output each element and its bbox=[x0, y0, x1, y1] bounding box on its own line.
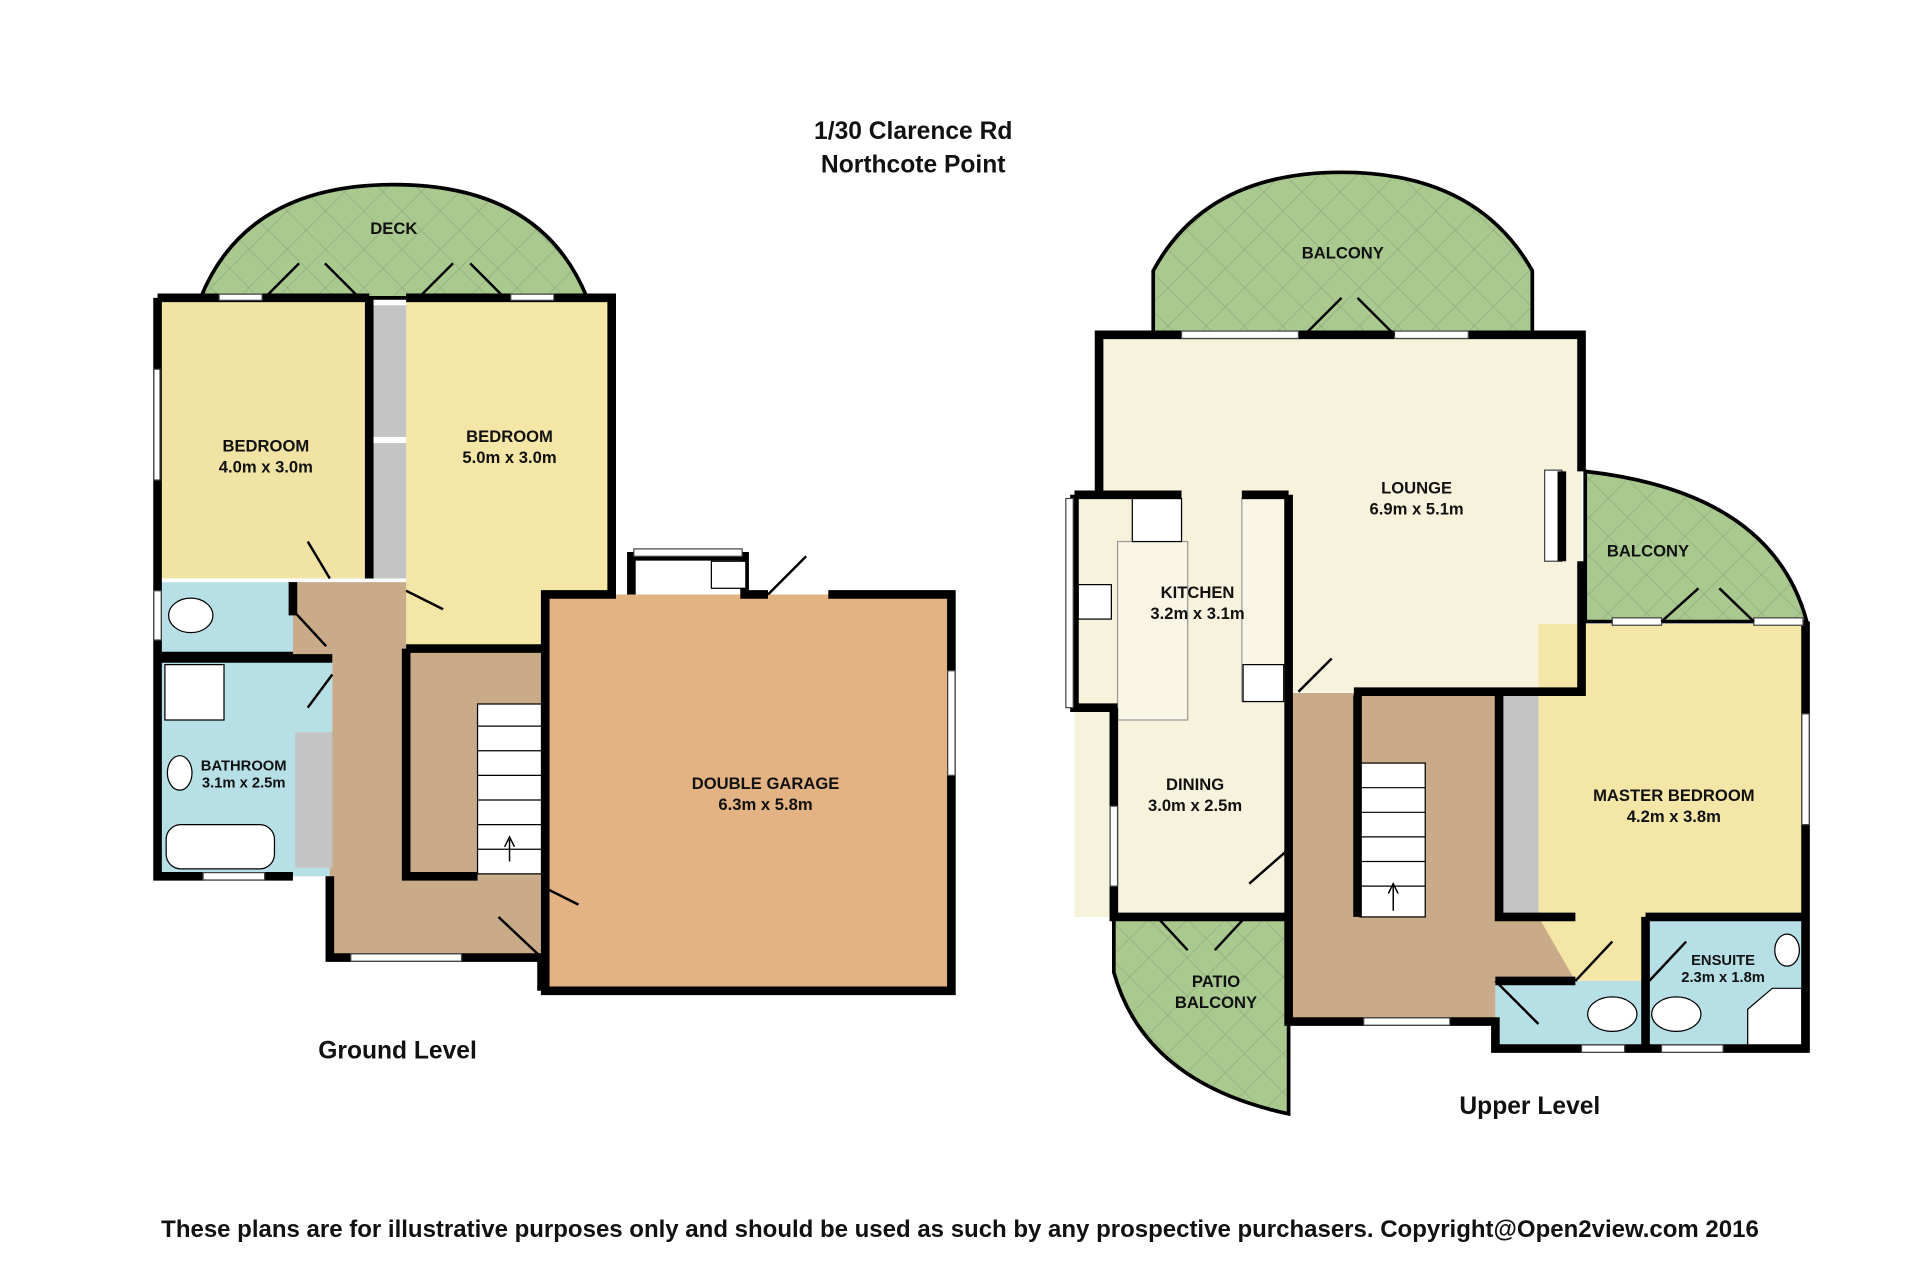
kitchen-size: 3.2m x 3.1m bbox=[1150, 604, 1244, 623]
address-line-1: 1/30 Clarence Rd bbox=[814, 118, 1012, 145]
hallway bbox=[292, 582, 542, 958]
window bbox=[218, 293, 263, 301]
lounge-label: LOUNGE bbox=[1381, 479, 1452, 498]
bedroom-1-label: BEDROOM bbox=[222, 437, 309, 456]
window bbox=[1393, 330, 1469, 340]
window bbox=[202, 872, 266, 881]
bedroom-1-size: 4.0m x 3.0m bbox=[219, 458, 313, 477]
wardrobe bbox=[1499, 695, 1539, 917]
bathtub-icon bbox=[165, 824, 276, 870]
window bbox=[1580, 1044, 1626, 1053]
bathroom-label: BATHROOM bbox=[201, 758, 287, 774]
ensuite-size: 2.3m x 1.8m bbox=[1681, 970, 1765, 986]
upper-level-title: Upper Level bbox=[1459, 1093, 1600, 1120]
staircase bbox=[1359, 762, 1426, 918]
balcony-right bbox=[1583, 469, 1810, 624]
bedroom-1 bbox=[157, 297, 370, 579]
bedroom-2 bbox=[406, 297, 612, 647]
ensuite-label: ENSUITE bbox=[1691, 953, 1755, 969]
master-bedroom-size: 4.2m x 3.8m bbox=[1627, 807, 1721, 826]
dining-label: DINING bbox=[1166, 775, 1224, 794]
balcony-top bbox=[1151, 170, 1535, 337]
lounge-size: 6.9m x 5.1m bbox=[1370, 499, 1464, 518]
window bbox=[153, 590, 162, 641]
garage-label: DOUBLE GARAGE bbox=[692, 774, 840, 793]
bathroom-size: 3.1m x 2.5m bbox=[202, 776, 286, 792]
patio-balcony bbox=[1112, 915, 1291, 1117]
window bbox=[633, 548, 743, 557]
door-swings bbox=[1156, 296, 1755, 1025]
dining-size: 3.0m x 2.5m bbox=[1148, 796, 1242, 815]
staircase bbox=[476, 703, 543, 875]
master-bedroom-label: MASTER BEDROOM bbox=[1593, 786, 1754, 805]
kitchen-label: KITCHEN bbox=[1161, 583, 1235, 602]
double-garage bbox=[545, 594, 952, 991]
basin-icon bbox=[166, 755, 193, 791]
window bbox=[947, 670, 956, 776]
disclaimer: These plans are for illustrative purpose… bbox=[161, 1216, 1759, 1243]
balcony-top-label: BALCONY bbox=[1302, 243, 1384, 262]
ground-level-plan: DECK BEDROOM 4.0m x 3.0m BEDROOM 5.0m x … bbox=[153, 182, 956, 1064]
kitchen-bench bbox=[1116, 540, 1189, 721]
toilet-icon bbox=[1587, 996, 1638, 1032]
toilet-icon bbox=[1651, 996, 1702, 1032]
window bbox=[1109, 805, 1119, 887]
bedroom-2-size: 5.0m x 3.0m bbox=[462, 448, 556, 467]
sink-icon bbox=[710, 560, 747, 589]
sink-icon bbox=[1077, 584, 1112, 620]
upper-level-plan: BALCONY LOUNGE 6.9m x 5.1m BALCONY KITCH… bbox=[1065, 170, 1810, 1120]
window bbox=[1180, 330, 1300, 340]
window bbox=[1363, 1017, 1451, 1026]
window bbox=[1065, 497, 1074, 709]
ground-level-title: Ground Level bbox=[318, 1037, 477, 1064]
window bbox=[510, 293, 555, 301]
window bbox=[1611, 617, 1663, 626]
up-arrow-icon bbox=[503, 835, 516, 862]
balcony-right-label: BALCONY bbox=[1607, 541, 1689, 560]
fridge-icon bbox=[1242, 664, 1285, 703]
closet bbox=[369, 305, 407, 437]
window bbox=[1660, 1044, 1724, 1053]
deck bbox=[197, 182, 590, 300]
toilet-icon bbox=[168, 597, 214, 634]
bedroom-2-label: BEDROOM bbox=[466, 427, 553, 446]
patio-label-2: BALCONY bbox=[1175, 993, 1257, 1012]
window bbox=[153, 368, 161, 481]
patio-label: PATIO bbox=[1192, 972, 1240, 991]
window bbox=[1753, 617, 1804, 626]
cooktop-icon bbox=[1131, 497, 1183, 543]
window bbox=[350, 953, 463, 962]
deck-label: DECK bbox=[370, 219, 417, 238]
basin-icon bbox=[1774, 933, 1800, 967]
shower-icon bbox=[164, 664, 225, 721]
address-line-2: Northcote Point bbox=[821, 151, 1006, 178]
closet bbox=[369, 443, 407, 579]
garage-size: 6.3m x 5.8m bbox=[718, 795, 812, 814]
door-swings bbox=[263, 262, 808, 959]
up-arrow-icon bbox=[1387, 882, 1399, 911]
closet bbox=[295, 732, 333, 868]
window bbox=[1801, 713, 1810, 826]
